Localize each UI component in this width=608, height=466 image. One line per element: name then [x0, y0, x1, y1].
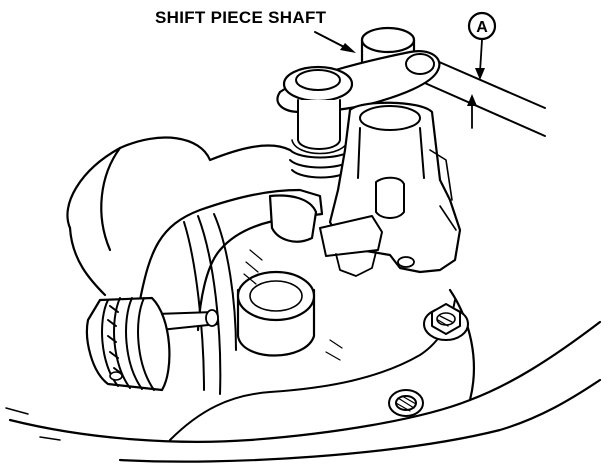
rubber-boot — [85, 296, 171, 392]
detent-plunger — [155, 309, 219, 331]
pivot-pin — [282, 65, 354, 155]
shading-marks — [243, 249, 343, 361]
shift-shaft-cylinder — [236, 270, 316, 357]
callout-a-letter: A — [476, 19, 488, 36]
transmission-housing — [5, 136, 602, 463]
gap-reference-lines — [417, 57, 546, 137]
bolt-hole — [388, 389, 424, 417]
shift-piece-body — [319, 101, 462, 277]
shift-piece-shaft-label: SHIFT PIECE SHAFT — [155, 8, 327, 27]
shift-piece-shaft-leader — [314, 31, 356, 53]
flange-bolt — [423, 303, 469, 341]
callout-a: A — [467, 11, 497, 129]
shift-fork-arm — [138, 188, 324, 395]
